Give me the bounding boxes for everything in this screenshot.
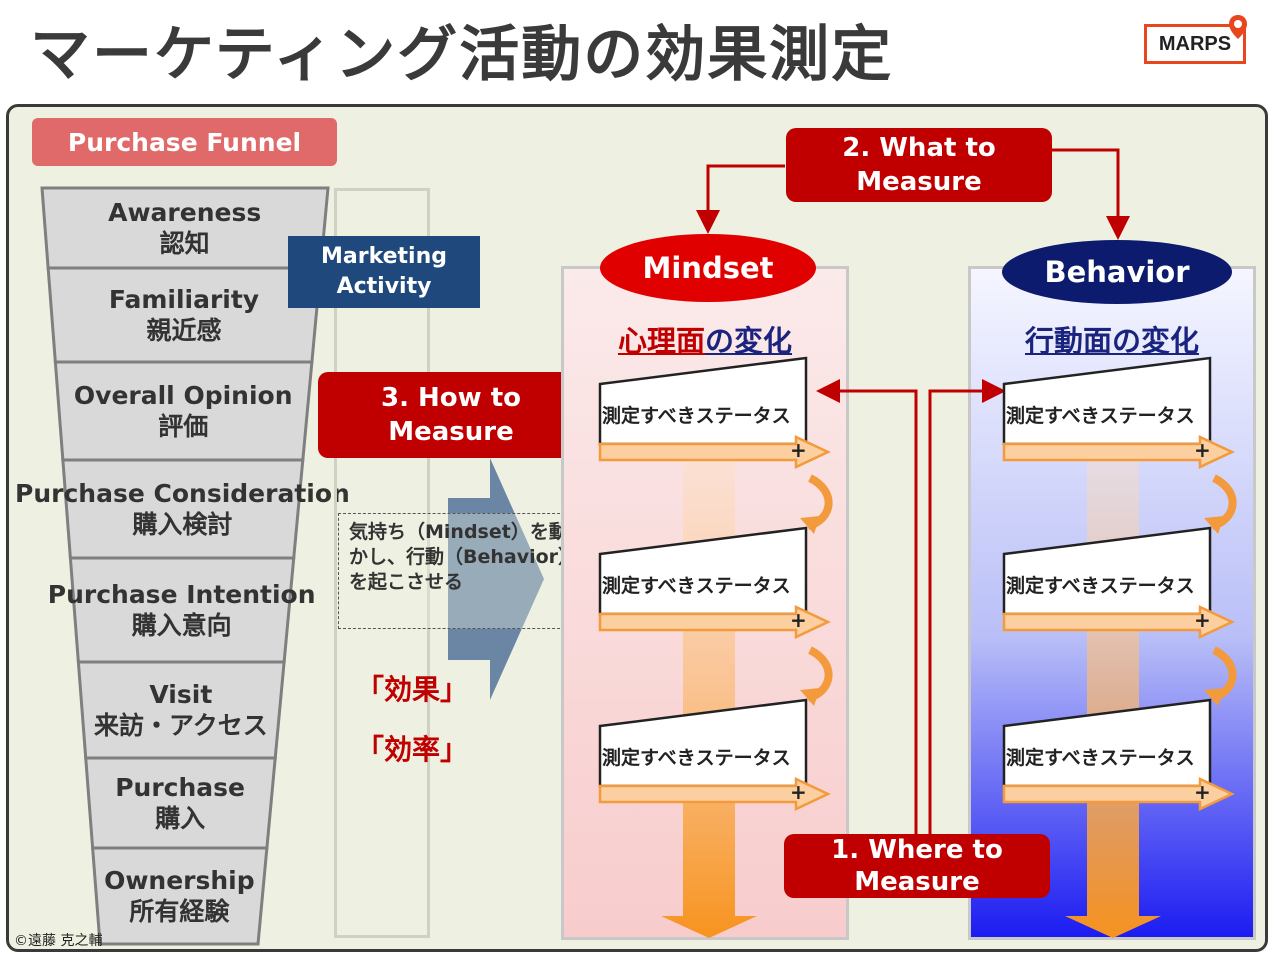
- behavior-subhead: 行動面の変化: [968, 318, 1256, 360]
- mindset-progress-arrow: [598, 605, 831, 639]
- mindset-plus-sign: +: [790, 438, 807, 462]
- behavior-status-text: 測定すべきステータス: [1006, 405, 1195, 427]
- mindset-behavior-note: 気持ち（Mindset）を動かし、行動（Behavior）を起こさせる: [338, 513, 580, 629]
- funnel-stage-en: Purchase: [115, 773, 245, 802]
- funnel-stage-en: Awareness: [108, 198, 262, 227]
- behavior-curve-arrow-head: [1204, 516, 1224, 534]
- funnel-stage-ja: 購入: [155, 804, 206, 833]
- where-to-measure-label: 1. Where to Measure: [831, 835, 1003, 897]
- mindset-label: Mindset: [642, 251, 774, 285]
- behavior-plus-sign: +: [1194, 438, 1211, 462]
- funnel-stage-en: Purchase Intention: [47, 580, 316, 609]
- funnel-stage-en: Overall Opinion: [73, 381, 293, 410]
- behavior-curve-arrow-head: [1204, 688, 1224, 706]
- mindset-progress-arrow: [598, 435, 831, 469]
- behavior-oval: Behavior: [1002, 240, 1232, 304]
- copyright: ©遠藤 克之輔: [14, 933, 103, 949]
- mindset-subhead-rest: の変化: [705, 324, 793, 358]
- behavior-progress-arrow: [1002, 605, 1235, 639]
- funnel-stage-segment: [91, 846, 269, 946]
- mindset-subhead-em: 心理面: [617, 324, 705, 358]
- efficiency-label: 「効率」: [356, 733, 469, 766]
- behavior-status-text: 測定すべきステータス: [1006, 747, 1195, 769]
- marketing-activity-label: Marketing Activity: [320, 244, 448, 299]
- effect-label: 「効果」: [356, 673, 469, 706]
- map-pin-icon: [1229, 15, 1247, 39]
- how-to-measure-label: 3. How to Measure: [380, 383, 521, 447]
- funnel-stage-ja: 所有経験: [129, 897, 230, 926]
- mindset-status-text: 測定すべきステータス: [602, 747, 791, 769]
- mindset-status-text: 測定すべきステータス: [602, 575, 791, 597]
- where-to-measure-box: 1. Where to Measure: [784, 834, 1050, 898]
- funnel-stage-ja: 認知: [159, 229, 210, 258]
- mindset-progress-arrow: [598, 777, 831, 811]
- funnel-stage-ja: 購入検討: [132, 510, 233, 539]
- funnel-stage-en: Ownership: [104, 866, 255, 895]
- funnel-stage-en: Purchase Consideration: [15, 479, 350, 508]
- page-title: マーケティング活動の効果測定: [30, 20, 894, 90]
- how-to-measure-box: 3. How to Measure: [318, 372, 584, 458]
- funnel-stage-en: Familiarity: [108, 285, 260, 314]
- behavior-progress-arrow: [1002, 435, 1235, 469]
- funnel-stage-ja: 購入意向: [131, 611, 232, 640]
- behavior-subhead-rest: の変化: [1112, 324, 1200, 358]
- funnel-stage-ja: 評価: [158, 412, 209, 441]
- behavior-status-text: 測定すべきステータス: [1006, 575, 1195, 597]
- what-to-measure-box: 2. What to Measure: [786, 128, 1052, 202]
- funnel-stage-ja: 来訪・アクセス: [93, 711, 268, 740]
- behavior-label: Behavior: [1044, 255, 1190, 289]
- behavior-subhead-em: 行動面: [1024, 324, 1112, 358]
- mindset-subhead: 心理面の変化: [561, 318, 849, 360]
- purchase-funnel-header: Purchase Funnel: [32, 118, 337, 166]
- behavior-plus-sign: +: [1194, 608, 1211, 632]
- mindset-oval: Mindset: [600, 234, 816, 302]
- behavior-progress-arrow: [1002, 777, 1235, 811]
- mindset-plus-sign: +: [790, 780, 807, 804]
- mindset-plus-sign: +: [790, 608, 807, 632]
- mindset-status-text: 測定すべきステータス: [602, 405, 791, 427]
- marps-logo: MARPS: [1144, 24, 1246, 64]
- funnel-stage-en: Visit: [149, 680, 213, 709]
- mindset-curve-arrow-head: [800, 688, 820, 706]
- funnel-stage-ja: 親近感: [146, 316, 222, 345]
- what-to-measure-label: 2. What to Measure: [842, 133, 996, 197]
- marketing-activity-column: [334, 188, 430, 938]
- behavior-plus-sign: +: [1194, 780, 1211, 804]
- marketing-activity-box: Marketing Activity: [288, 236, 480, 308]
- mindset-curve-arrow-head: [800, 516, 820, 534]
